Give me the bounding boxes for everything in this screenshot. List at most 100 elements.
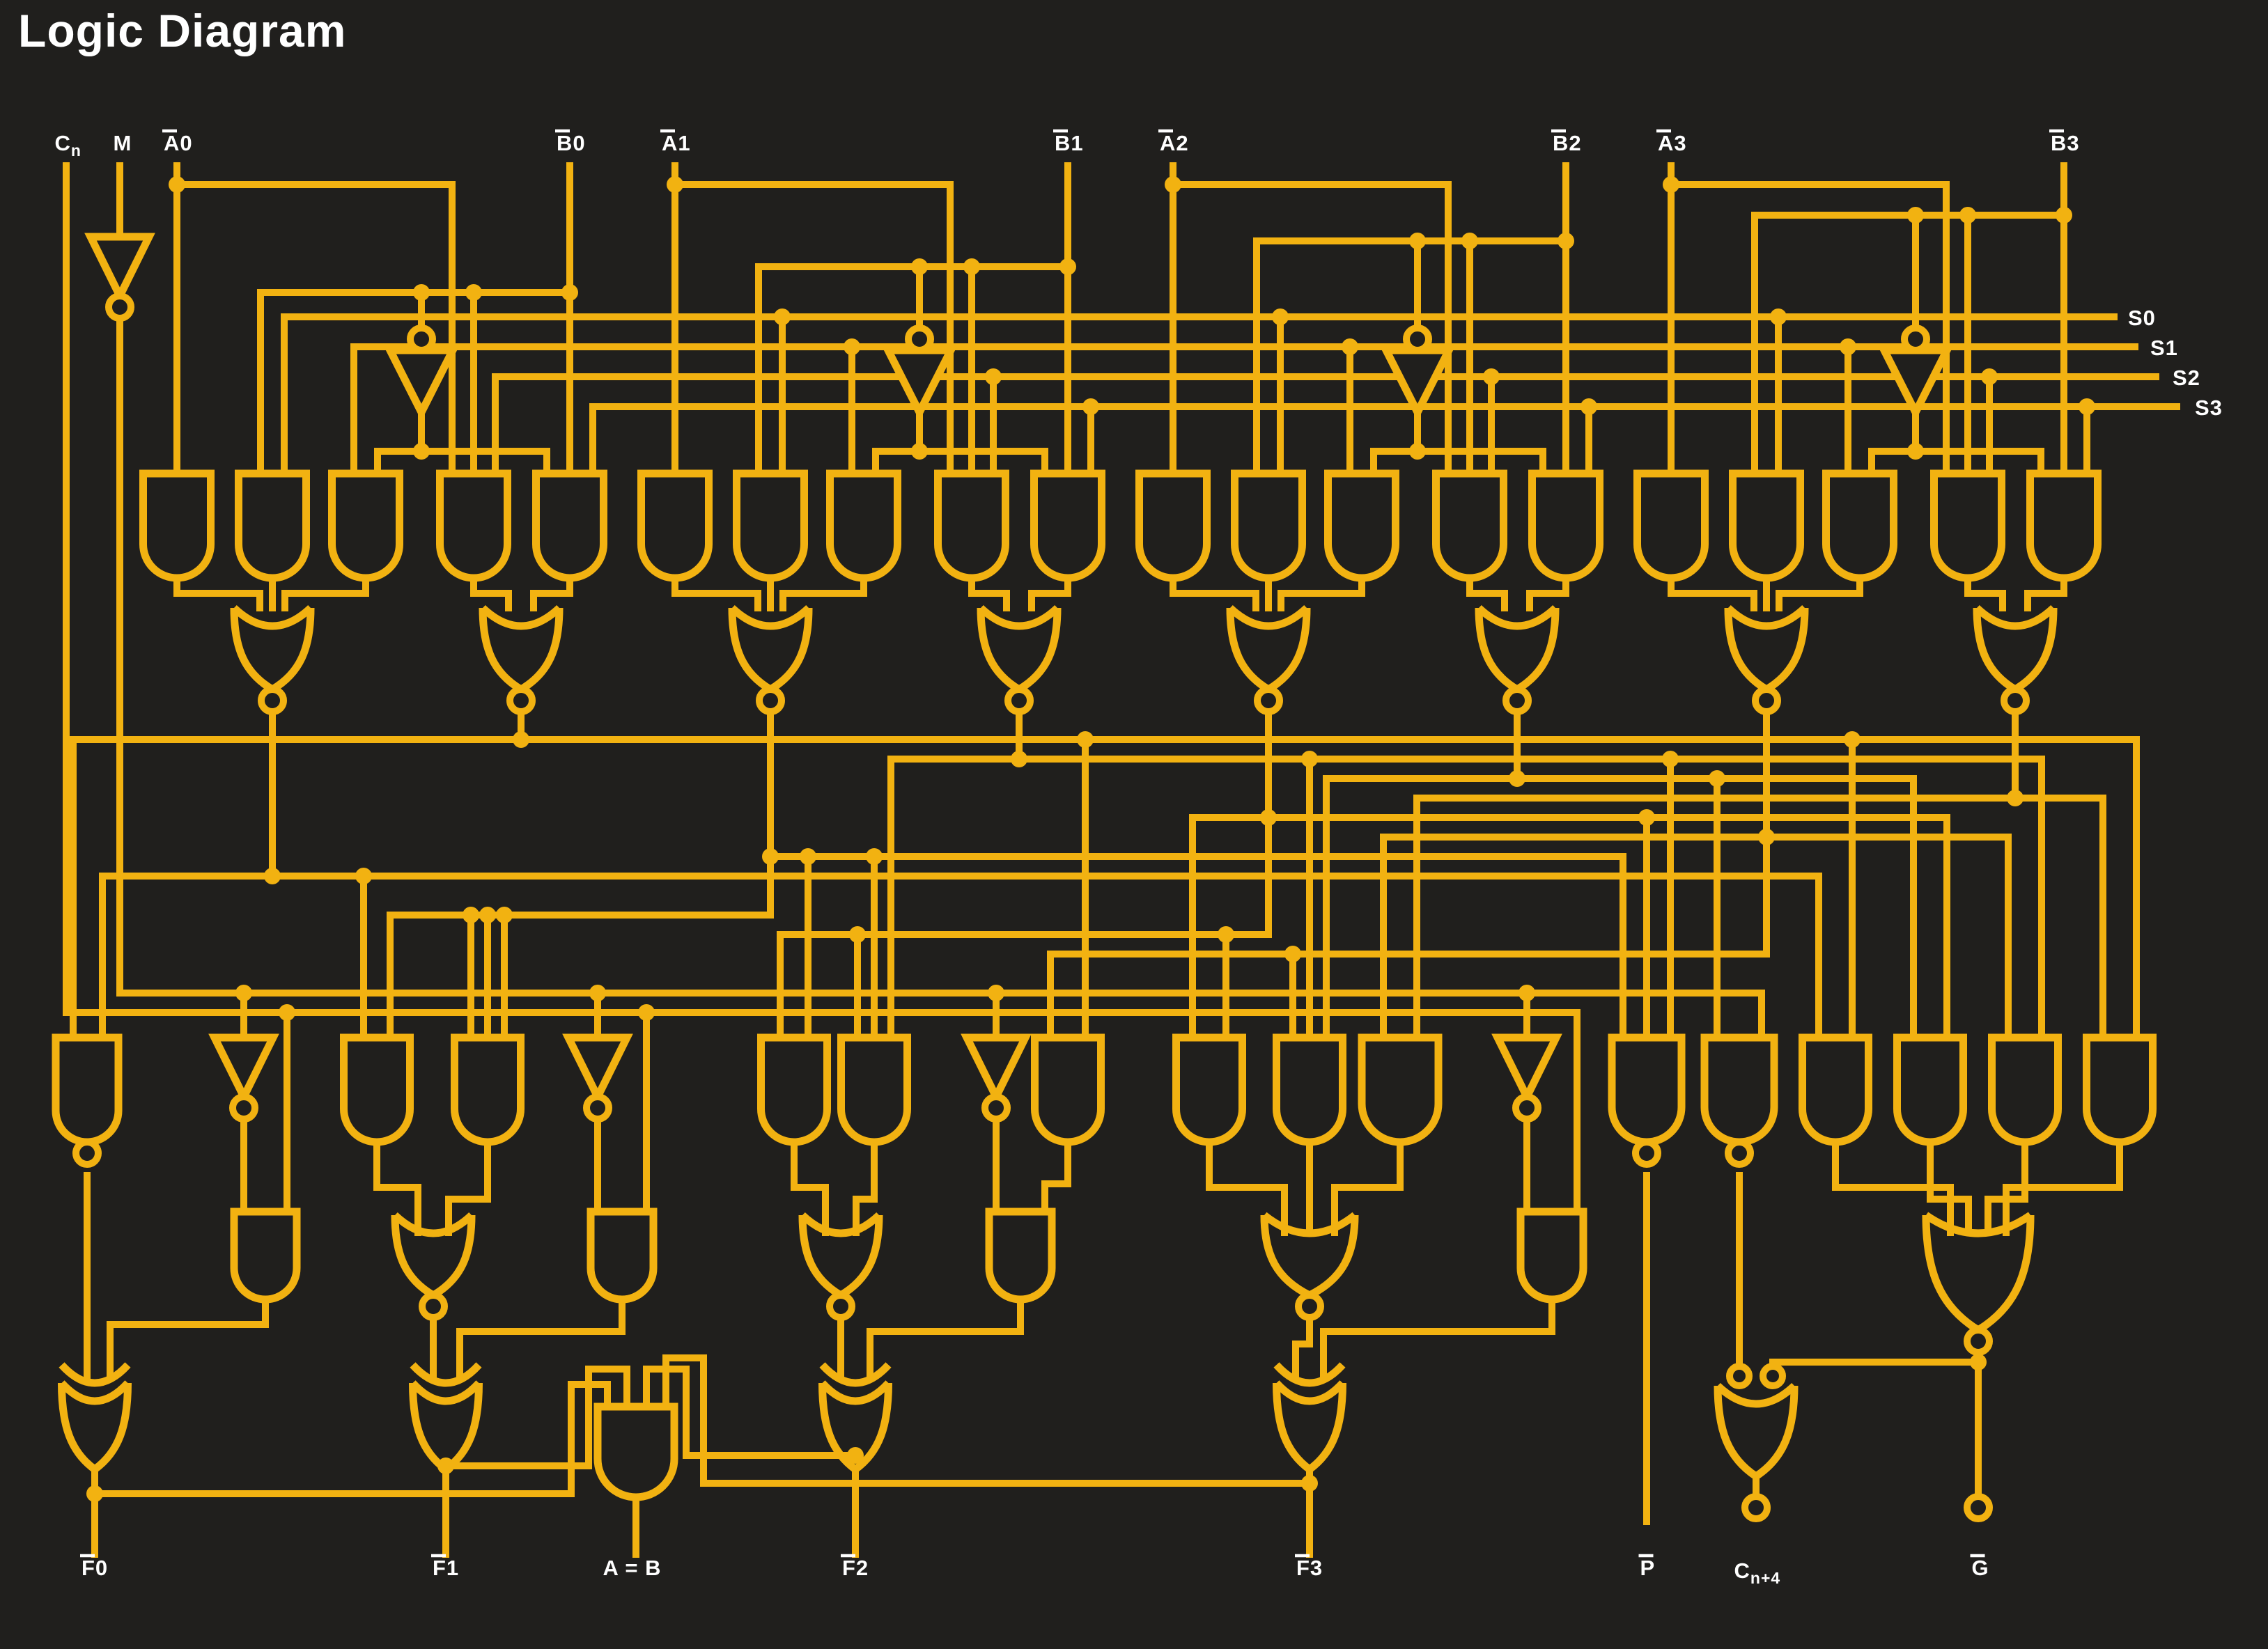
wire [887, 756, 2045, 1041]
output-bubble [756, 686, 785, 715]
gate-nand [1700, 1033, 1778, 1168]
wire [1028, 575, 1071, 611]
junction-dot [1638, 809, 1655, 826]
inverter-output-bubble [981, 1093, 1011, 1123]
junction-dot [1409, 233, 1426, 249]
junction-dot [866, 848, 883, 865]
junction-dot [355, 868, 372, 884]
svg-text:A2: A2 [1160, 131, 1189, 155]
gate-nor [1475, 604, 1560, 715]
junction-dot [1662, 751, 1679, 767]
junction-dot [1409, 443, 1426, 460]
gate-nor [230, 604, 315, 715]
junction-dot [1011, 751, 1027, 767]
wire [107, 1296, 269, 1379]
wire [779, 575, 867, 611]
gate-and [1273, 1033, 1346, 1146]
wire [791, 1139, 829, 1236]
wire [99, 873, 1822, 1041]
signal-label-output-f2: F2 [841, 1554, 868, 1580]
svg-text:B2: B2 [1553, 131, 1582, 155]
gate-and [985, 1208, 1056, 1304]
wire [968, 575, 1010, 611]
wire [470, 575, 512, 611]
junction-dot [911, 443, 928, 460]
gate-and [934, 469, 1009, 582]
gate-ornand [1714, 1363, 1799, 1480]
inverter-output-bubble [105, 292, 134, 322]
junction-dot [963, 258, 980, 275]
svg-text:F1: F1 [433, 1556, 459, 1580]
gate-nor [479, 604, 564, 715]
junction-dot [1959, 207, 1976, 224]
gates [52, 233, 2157, 1501]
junction-dot [1907, 443, 1924, 460]
svg-text:S3: S3 [2195, 396, 2223, 420]
junction-dot [667, 176, 683, 193]
junction-dot [1082, 398, 1099, 415]
gate-xor [1273, 1362, 1346, 1473]
junction-dot [479, 907, 496, 923]
wires [63, 162, 2180, 1558]
signal-label-output-cn4: Cn+4 [1734, 1558, 1780, 1587]
wire [1832, 1139, 1954, 1236]
junction-dot [513, 731, 529, 748]
wire [662, 1354, 1313, 1487]
gate-and [757, 1033, 831, 1146]
svg-text:S0: S0 [2128, 306, 2156, 330]
gate-and [2026, 469, 2102, 582]
input-bubble [1726, 1363, 1753, 1389]
gate-inv [1878, 325, 1953, 421]
wire [1047, 951, 1770, 1041]
gate-nand [52, 1033, 123, 1168]
wire [1323, 775, 1917, 1041]
gate-and [637, 469, 713, 582]
junction-dot [985, 368, 1002, 385]
signal-label-input-b3: B3 [2049, 129, 2079, 155]
inverter-input-bubble [407, 325, 436, 354]
junction-dot [1301, 751, 1318, 767]
signal-label-input-b2: B2 [1551, 129, 1582, 155]
wire [445, 1139, 491, 1236]
wire [643, 1366, 859, 1459]
junction-dot [638, 1004, 655, 1021]
wire [530, 575, 573, 611]
junction-dot [465, 284, 482, 301]
output-bubble [258, 686, 287, 715]
gate-xor [818, 1362, 892, 1473]
signal-label-input-b0: B0 [555, 129, 585, 155]
gate-and [328, 469, 403, 582]
gate-and [1516, 1208, 1587, 1304]
signal-label-input-a1: A1 [660, 129, 690, 155]
junction-dot [1840, 338, 1856, 355]
wire [1206, 1139, 1288, 1236]
gate-and [1231, 469, 1306, 582]
gate-and [340, 1033, 414, 1146]
junction-dot [2056, 207, 2072, 224]
svg-text:A3: A3 [1658, 131, 1687, 155]
wire [281, 575, 369, 611]
gate-nor [391, 1212, 476, 1321]
junction-dot [1342, 338, 1358, 355]
junction-dot [589, 985, 606, 1001]
junction-dot [1509, 770, 1525, 787]
wire [1320, 1296, 1555, 1379]
junction-dot [800, 848, 816, 865]
junction-dot [169, 176, 185, 193]
gate-nor [1226, 604, 1311, 715]
gate-nand [1608, 1033, 1686, 1168]
junction-dot [1483, 368, 1500, 385]
signal-label-input-s0: S0 [2128, 306, 2156, 330]
output-bubble [1254, 686, 1283, 715]
junction-dot [1709, 770, 1725, 787]
terminal-circle [1741, 1493, 1771, 1522]
wire [1668, 181, 1950, 477]
gate-inv [882, 325, 957, 421]
output-bubble [506, 686, 536, 715]
wire [1668, 575, 1757, 611]
svg-text:S1: S1 [2150, 336, 2178, 360]
gate-and [1432, 469, 1507, 582]
svg-text:F3: F3 [1296, 1556, 1323, 1580]
gate-and [733, 469, 808, 582]
junction-dot [1461, 233, 1478, 249]
